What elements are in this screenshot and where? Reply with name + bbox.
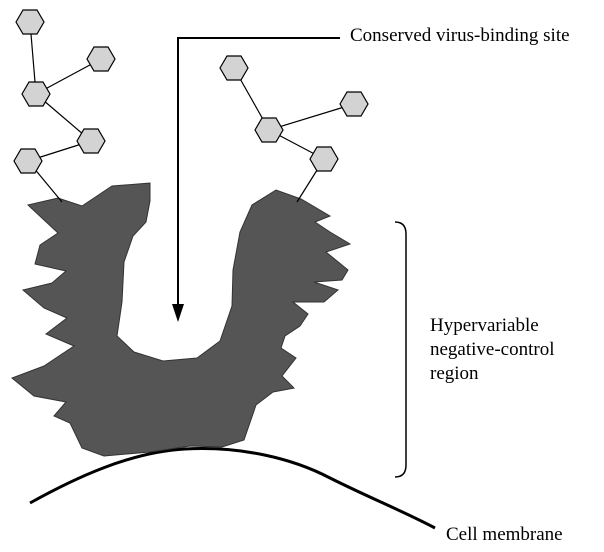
hexagon-icon xyxy=(14,149,42,173)
hypervariable-label-line-1: Hypervariable xyxy=(430,314,555,338)
hypervariable-bracket xyxy=(395,222,406,477)
hexagon-icon xyxy=(16,10,44,34)
hexagon-icon xyxy=(87,47,115,71)
hypervariable-region-label: Hypervariable negative-control region xyxy=(430,314,555,386)
hexagon-icon xyxy=(340,92,368,116)
right-glycan-chain xyxy=(234,68,354,202)
hypervariable-label-line-2: negative-control xyxy=(430,338,555,362)
receptor-protein xyxy=(12,183,350,456)
arrow-head xyxy=(172,304,184,322)
hexagon-icon xyxy=(310,147,338,171)
binding-site-label: Conserved virus-binding site xyxy=(350,24,570,48)
hexagon-icon xyxy=(220,56,248,80)
cell-membrane-curve xyxy=(30,449,435,528)
glycan-link xyxy=(269,104,354,130)
hypervariable-label-line-3: region xyxy=(430,362,555,386)
cell-membrane-label: Cell membrane xyxy=(446,523,563,547)
left-glycan-chain xyxy=(28,22,101,202)
hexagon-icon xyxy=(255,118,283,142)
